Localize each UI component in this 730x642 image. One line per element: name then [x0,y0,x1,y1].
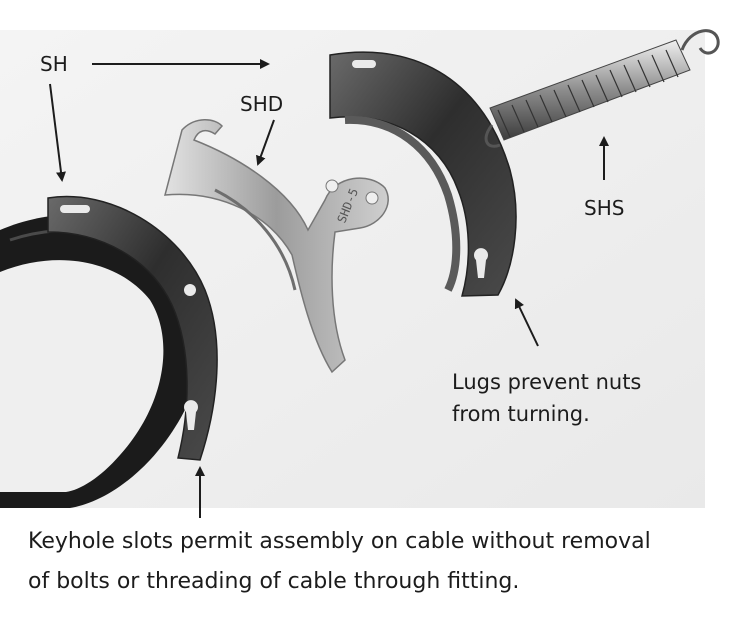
keyhole-slot-left-top [60,205,90,213]
keyhole-slot-right-bottom [474,248,488,278]
label-shs: SHS [584,196,625,220]
keyhole-slot-right-top [352,60,376,68]
label-lugs-line1: Lugs prevent nuts [452,370,642,394]
caption-line1: Keyhole slots permit assembly on cable w… [28,529,651,554]
shd-casting: SHD-5 [164,119,389,374]
label-shd: SHD [240,92,284,116]
arrow-icon [49,83,66,182]
sh-saddle-left [47,195,218,461]
label-lugs: Lugs prevent nuts from turning. [452,366,641,430]
sh-saddle-right [329,51,517,297]
annotation-arrows [49,59,609,518]
label-lugs-line2: from turning. [452,402,590,426]
keyhole-slot-left-bottom [184,400,198,430]
cable [0,214,207,508]
arrow-icon [514,298,539,347]
shs-spring [484,29,720,148]
arrow-icon [256,119,275,166]
caption-line2: of bolts or threading of cable through f… [28,569,520,594]
label-sh: SH [40,52,68,76]
caption: Keyhole slots permit assembly on cable w… [28,522,718,602]
